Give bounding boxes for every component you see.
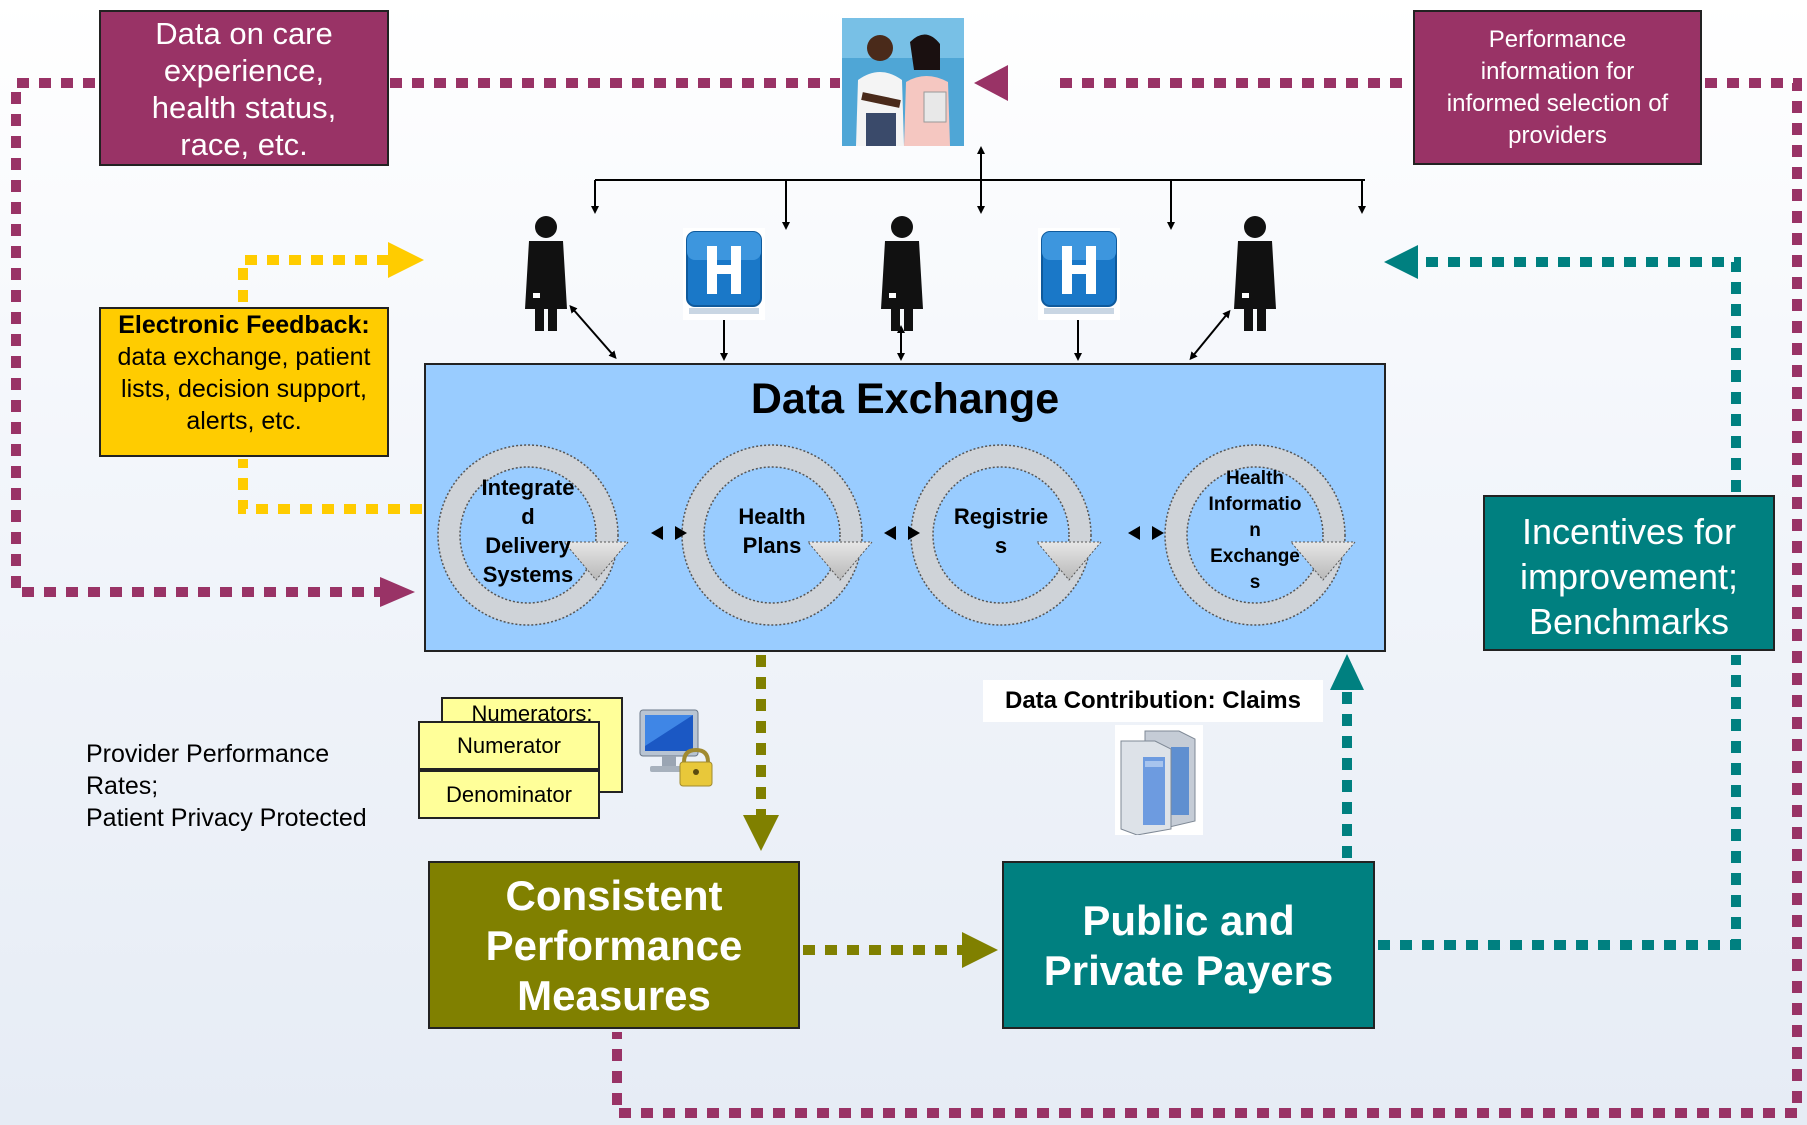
numerator-text: Numerator [457, 733, 561, 758]
hie-label: Health Informatio n Exchange s [1193, 421, 1317, 641]
incentives-line: Incentives for [1521, 511, 1737, 552]
claims-label: Data Contribution: Claims [983, 680, 1323, 722]
arrow-to-providers-teal [1384, 245, 1418, 279]
cycle-text: Systems [482, 562, 574, 587]
denominator-card: Denominator [418, 770, 600, 819]
yellow-feedback-lines [238, 255, 422, 514]
physician-icon [525, 216, 567, 331]
computer-lock-icon [639, 709, 713, 787]
arrow-to-measures [743, 815, 779, 851]
data-exchange-title: Data Exchange [750, 375, 1060, 423]
provider-text-line: Rates; [86, 772, 159, 800]
cycle-text: Integrate [481, 475, 575, 500]
measures-line: Measures [517, 972, 711, 1019]
cycle-text: d [521, 504, 535, 529]
provider-text-line: Patient Privacy Protected [86, 804, 367, 832]
health-plans-label: Health Plans [712, 421, 832, 641]
cycle-link-arrows [651, 526, 1164, 540]
care-line: Data on care [155, 16, 333, 51]
cycle-ring [1164, 444, 1357, 626]
cycle-text: Delivery [485, 533, 571, 558]
arrow-to-providers [388, 242, 424, 278]
cycle-graphics [437, 444, 1357, 626]
olive-measure-lines [756, 655, 962, 955]
provider-text-line: Provider Performance [86, 740, 330, 768]
care-line: experience, [163, 53, 325, 88]
patients-icon [842, 18, 964, 146]
incentives-box: Incentives for improvement; Benchmarks [1483, 495, 1775, 651]
incentives-line: improvement; [1519, 556, 1739, 597]
cycle-text: Exchange [1210, 546, 1300, 567]
cycle-text: n [1249, 520, 1261, 541]
care-data-box: Data on care experience, health status, … [99, 10, 389, 166]
provider-tree-lines [569, 146, 1366, 361]
arrow-claims-to-exchange [1330, 654, 1364, 690]
hospital-icon [1038, 228, 1120, 320]
feedback-text: data exchange, patient lists, decision s… [117, 343, 371, 435]
cycle-ring [437, 444, 630, 626]
hospital-icon [683, 228, 765, 320]
care-line: health status, [151, 90, 337, 125]
teal-incentive-lines [1342, 257, 1741, 950]
cycle-ring [910, 444, 1103, 626]
cycle-text: Informatio [1208, 494, 1302, 515]
numerator-card: Numerator [418, 721, 600, 770]
arrow-to-payers [962, 932, 998, 968]
server-icon [1115, 725, 1203, 835]
cycle-text: s [994, 533, 1008, 558]
registries-label: Registrie s [941, 421, 1061, 641]
payers-box: Public and Private Payers [1002, 861, 1375, 1029]
arrow-to-patients [974, 65, 1008, 101]
performance-line: providers [1508, 122, 1607, 149]
measures-line: Performance [485, 922, 743, 969]
measures-line: Consistent [505, 872, 723, 919]
payers-line: Public and [1082, 897, 1295, 944]
integrated-delivery-label: Integrate d Delivery Systems [468, 421, 588, 641]
data-exchange-box: Data Exchange [424, 363, 1386, 652]
cycle-text: s [1249, 572, 1261, 593]
feedback-title: Electronic Feedback: [118, 311, 370, 339]
electronic-feedback-box: Electronic Feedback: data exchange, pati… [99, 307, 389, 457]
physician-icon [1234, 216, 1276, 331]
care-line: race, etc. [180, 127, 308, 162]
maroon-feedback-lines [11, 78, 1802, 1118]
performance-info-box: Performance information for informed sel… [1413, 10, 1702, 165]
payers-line: Private Payers [1043, 947, 1334, 994]
performance-measures-box: Consistent Performance Measures [428, 861, 800, 1029]
cycle-text: Plans [742, 533, 802, 558]
arrow-to-data-exchange [380, 577, 415, 607]
cycle-text: Registrie [953, 504, 1049, 529]
denominator-text: Denominator [446, 782, 572, 807]
provider-performance-text: Provider Performance Rates; Patient Priv… [86, 738, 416, 834]
cycle-text: Health [1225, 468, 1285, 489]
performance-line: informed selection of [1446, 90, 1669, 117]
physician-icon [881, 216, 923, 331]
incentives-line: Benchmarks [1528, 601, 1730, 642]
cycle-ring [681, 444, 874, 626]
cycle-text: Health [738, 504, 806, 529]
performance-line: information for [1480, 58, 1635, 85]
performance-line: Performance [1488, 26, 1627, 53]
